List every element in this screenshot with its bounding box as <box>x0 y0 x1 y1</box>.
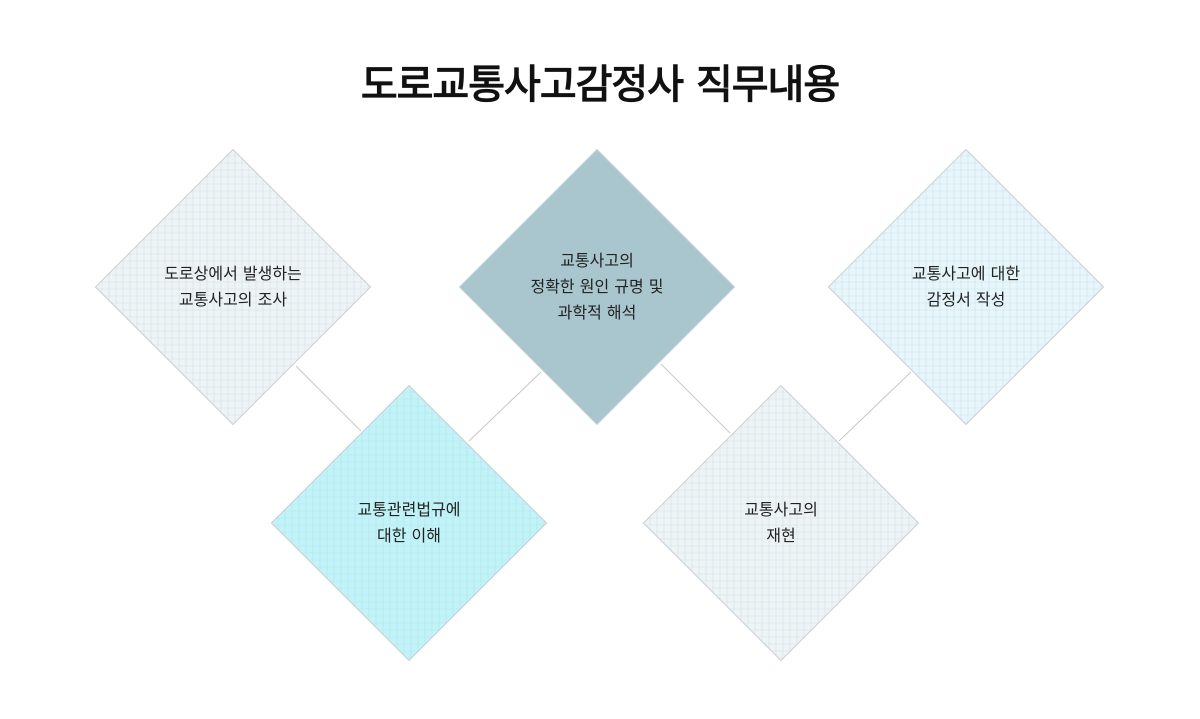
connector-line-1 <box>295 365 362 432</box>
connector-line-3 <box>660 363 731 434</box>
diamond-border <box>643 385 919 661</box>
duty-label-4-line-1: 교통사고의 <box>744 500 818 519</box>
page-title: 도로교통사고감정사 직무내용 <box>360 62 840 108</box>
diamond-border <box>95 149 371 425</box>
duty-label-1-line-2: 교통사고의 조사 <box>178 290 288 309</box>
duty-label-2-line-1: 교통관련법규에 <box>357 500 461 519</box>
duty-label-4-line-2: 재현 <box>766 526 796 545</box>
duty-label-1: 도로상에서 발생하는 교통사고의 조사 <box>95 149 371 425</box>
duty-diamond-1: 도로상에서 발생하는 교통사고의 조사 <box>95 149 371 425</box>
duty-label-1-line-1: 도로상에서 발생하는 <box>164 264 302 283</box>
duty-diamond-3: 교통사고의 정확한 원인 규명 및 과학적 해석 <box>459 149 735 425</box>
duty-label-3: 교통사고의 정확한 원인 규명 및 과학적 해석 <box>459 149 735 425</box>
duty-label-3-line-2: 정확한 원인 규명 및 <box>530 277 664 296</box>
duty-label-4: 교통사고의 재현 <box>643 385 919 661</box>
duty-diamond-5: 교통사고에 대한 감정서 작성 <box>828 149 1104 425</box>
duty-label-5: 교통사고에 대한 감정서 작성 <box>828 149 1104 425</box>
diamond-border <box>459 149 735 425</box>
duty-label-2: 교통관련법규에 대한 이해 <box>271 385 547 661</box>
duty-label-3-line-3: 과학적 해석 <box>557 303 637 322</box>
duty-diamond-2: 교통관련법규에 대한 이해 <box>271 385 547 661</box>
diamond-border <box>271 385 547 661</box>
diamond-border <box>828 149 1104 425</box>
duty-label-5-line-2: 감정서 작성 <box>926 290 1006 309</box>
duty-diamond-4: 교통사고의 재현 <box>643 385 919 661</box>
connector-line-4 <box>838 371 912 442</box>
connector-line-2 <box>468 371 542 442</box>
duty-label-3-line-1: 교통사고의 <box>560 251 634 270</box>
duty-label-2-line-2: 대한 이해 <box>377 526 441 545</box>
duty-label-5-line-1: 교통사고에 대한 <box>911 264 1021 283</box>
